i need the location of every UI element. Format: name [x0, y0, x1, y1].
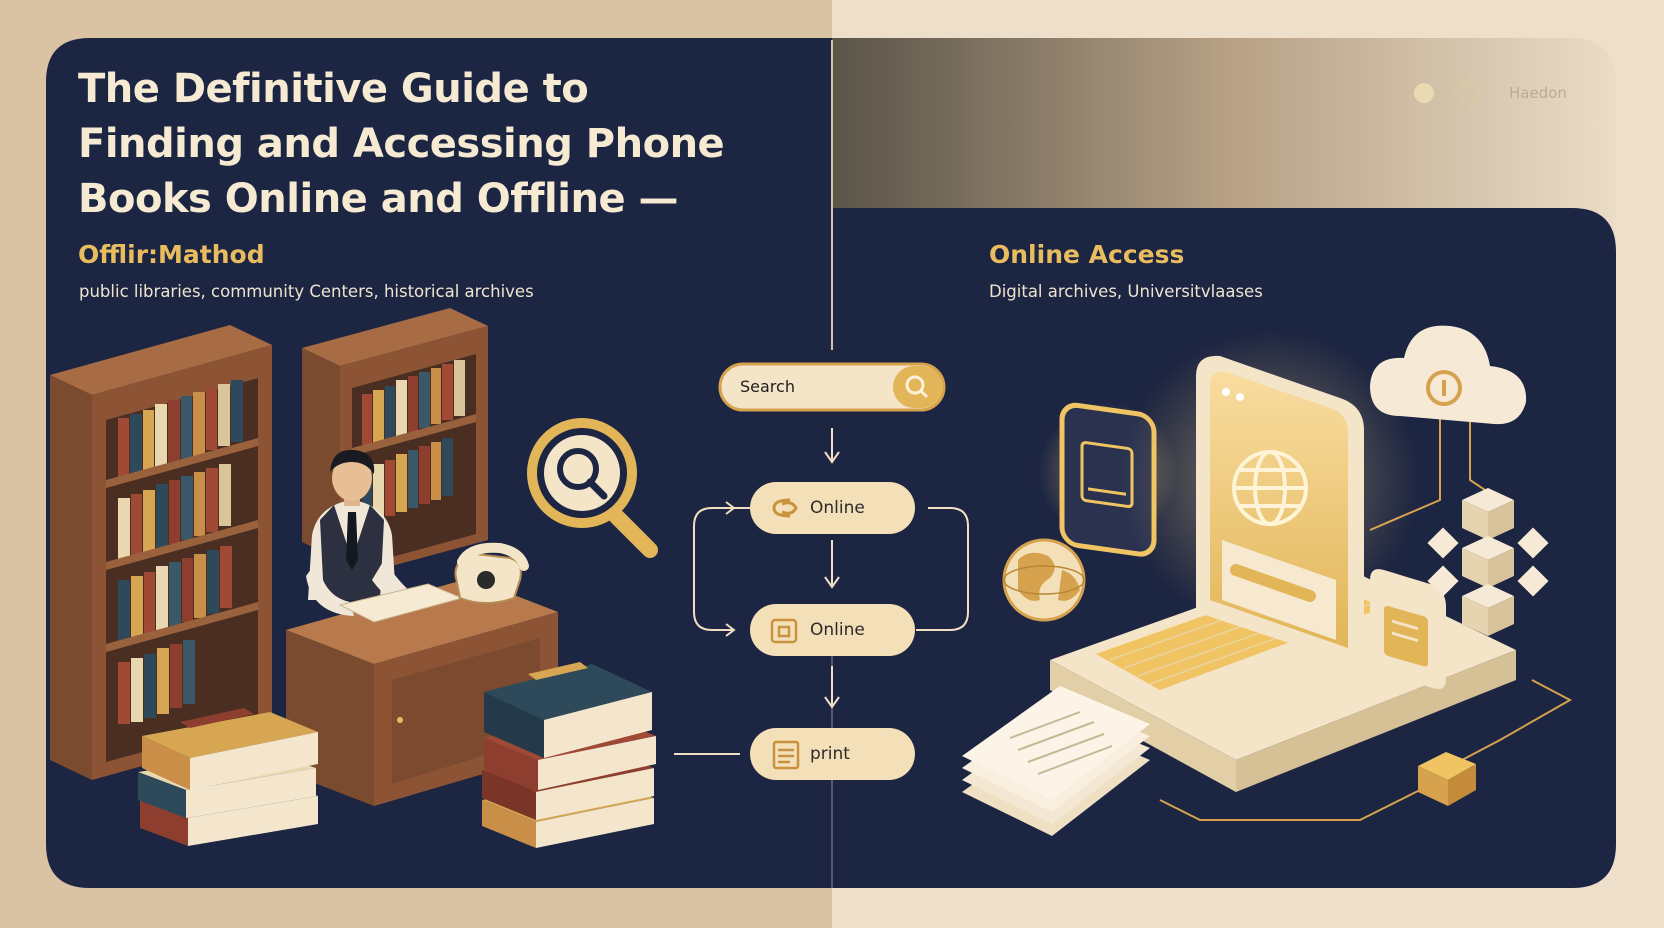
link-icon [772, 498, 798, 518]
printer-icon [772, 740, 800, 770]
bookshelf-left-icon [50, 325, 272, 780]
online-heading: Online Access [989, 240, 1185, 269]
search-label: Search [740, 377, 795, 396]
online-subtitle: Digital archives, Universi​tvlaases [989, 282, 1263, 301]
offline-heading: Offlir:Mathod [78, 240, 265, 269]
flow-step-label-1: Online [810, 498, 865, 518]
flow-step-online-1[interactable] [750, 482, 915, 534]
network-gear-icon [1453, 76, 1487, 110]
page-title: The Definitive Guide to Finding and Acce… [78, 62, 725, 227]
librarian-icon [306, 449, 423, 616]
title-line-2: Finding and Accessing Phone [78, 121, 725, 167]
book-stack-right-icon [482, 662, 656, 848]
flow-connectors [674, 428, 969, 755]
cloud-icon [1370, 325, 1527, 425]
package-icon [1418, 752, 1476, 806]
search-icon[interactable] [905, 375, 929, 399]
tablet-icon [1370, 569, 1446, 689]
title-line-3: Books Online and Offline — [78, 176, 679, 222]
offline-subtitle: public libraries, community Centers, his… [79, 282, 534, 301]
telephone-icon [454, 542, 529, 604]
brand-label: Haedon [1509, 84, 1567, 102]
magnifier-icon [527, 418, 658, 558]
title-line-1: The Definitive Guide to [78, 66, 589, 112]
browser-window-icon [770, 618, 798, 644]
web-globe-icon [1232, 450, 1308, 526]
flow-step-label-2: Online [810, 620, 865, 640]
search-bar[interactable] [718, 362, 946, 412]
status-dot-icon [1414, 83, 1434, 103]
globe-icon [1002, 538, 1086, 622]
bookshelf-right-icon [302, 308, 488, 580]
document-stack-icon [962, 686, 1150, 836]
book-stack-left-icon [138, 708, 318, 846]
flow-step-label-3: print [810, 744, 850, 764]
